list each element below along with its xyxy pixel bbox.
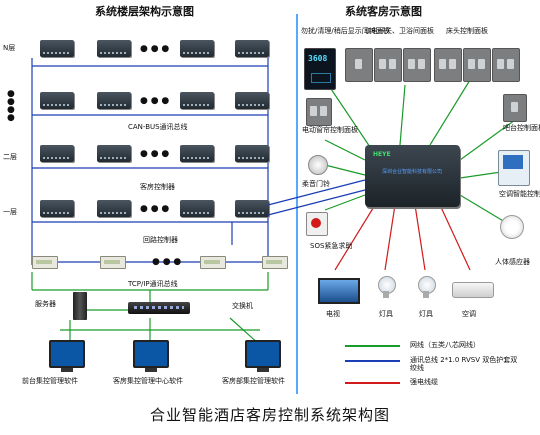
section-divider (296, 14, 298, 394)
room-controller[interactable] (97, 40, 131, 57)
air-conditioner-icon (452, 282, 494, 298)
room-controller[interactable] (180, 200, 214, 217)
chime-label: 柔音门铃 (302, 180, 330, 188)
legend-label-bus: 通讯总线 2*1.0 RVSV 双色护套双绞线 (410, 356, 518, 373)
sos-label: SOS紧急求助 (310, 242, 353, 250)
more-dots: ● ● ● (140, 149, 170, 159)
power-panel-label: 取电开关、卫浴间面板 (364, 27, 434, 35)
room-controller[interactable] (180, 145, 214, 162)
doorbell-display-panel[interactable]: 3608 (304, 48, 336, 90)
legend-label-power: 强电线缆 (410, 378, 438, 386)
room-controller[interactable] (97, 200, 131, 217)
left-title: 系统楼层架构示意图 (95, 5, 194, 18)
room-controller[interactable] (235, 40, 269, 57)
switch-icon[interactable] (128, 302, 190, 314)
legend-label-network: 网线（五类八芯网线） (410, 341, 480, 349)
lamp-label-1: 灯具 (379, 310, 393, 318)
legend-line-power (345, 382, 400, 384)
ac-smart-panel[interactable] (498, 150, 530, 186)
motion-sensor-icon (500, 215, 524, 239)
loop-controller[interactable] (32, 256, 58, 269)
bar-panel-label: 吧台控制面板 (503, 124, 540, 132)
lamp-label-2: 灯具 (419, 310, 433, 318)
tv-icon (318, 278, 360, 304)
workstation-housekeeping[interactable] (245, 340, 281, 372)
curtain-panel-label: 电动窗帘控制面板 (302, 126, 358, 134)
bedside-panel[interactable] (492, 48, 520, 82)
room-wiring (267, 79, 516, 271)
right-title: 系统客房示意图 (345, 5, 422, 18)
legend-line-bus (345, 360, 400, 362)
floor-dots: ●●●● (7, 89, 15, 123)
room-controller[interactable] (180, 92, 214, 109)
room-controller[interactable] (40, 200, 74, 217)
room-controller[interactable] (180, 40, 214, 57)
switch-label: 交换机 (232, 302, 253, 310)
sensor-label: 人体感应器 (495, 258, 530, 266)
workstation-front-desk[interactable] (49, 340, 85, 372)
bar-panel[interactable] (503, 94, 527, 122)
canbus-label: CAN-BUS通讯总线 (128, 123, 188, 131)
room-controller[interactable] (235, 92, 269, 109)
loop-controller[interactable] (100, 256, 126, 269)
bedside-panel-label: 床头控制面板 (446, 27, 488, 35)
server-label: 服务器 (35, 300, 56, 308)
more-dots: ● ● ● (140, 44, 170, 54)
software-label-front: 前台集控管理软件 (22, 377, 78, 385)
more-dots: ● ● ● (140, 96, 170, 106)
workstation-control-center[interactable] (133, 340, 169, 372)
more-dots: ● ● ● (152, 257, 182, 267)
software-label-center: 客房集控管理中心软件 (113, 377, 183, 385)
tv-label: 电视 (326, 310, 340, 318)
sos-button[interactable] (306, 212, 328, 236)
bath-panel[interactable] (403, 48, 431, 82)
bus-to-room (267, 179, 366, 206)
floor-label-1: 一层 (3, 208, 17, 216)
doorbell-display-label: 勿扰/清理/稍后显示门铃面板 (301, 27, 390, 35)
ac-panel-label: 空调智能控制面板 (499, 190, 540, 198)
room-controller[interactable] (40, 40, 74, 57)
room-controller[interactable] (235, 145, 269, 162)
loop-controller[interactable] (262, 256, 288, 269)
server-icon[interactable] (73, 292, 87, 320)
footer-title: 合业智能酒店客房控制系统架构图 (149, 406, 390, 424)
room-controller[interactable] (235, 200, 269, 217)
bath-panel[interactable] (374, 48, 402, 82)
monitor-icon (133, 340, 169, 368)
ac-label: 空调 (462, 310, 476, 318)
curtain-panel[interactable] (306, 98, 332, 126)
loop-controller[interactable] (200, 256, 226, 269)
room-controller[interactable] (97, 145, 131, 162)
monitor-icon (245, 340, 281, 368)
room-controller[interactable] (40, 92, 74, 109)
floor-label-n: N层 (3, 44, 16, 52)
room-controller-label: 客房控制器 (140, 183, 175, 191)
chime-icon (308, 155, 328, 175)
more-dots: ● ● ● (140, 204, 170, 214)
software-label-housekeeping: 客房部集控管理软件 (222, 377, 285, 385)
monitor-icon (49, 340, 85, 368)
doorbell-display-number: 3608 (308, 54, 328, 63)
bedside-panel[interactable] (463, 48, 491, 82)
power-switch-panel[interactable] (345, 48, 373, 82)
tcpip-label: TCP/IP通讯总线 (128, 280, 178, 288)
room-controller[interactable] (40, 145, 74, 162)
floor-label-2: 二层 (3, 153, 17, 161)
room-main-controller[interactable]: HEYE 深圳合业智能科技有限公司 (365, 145, 460, 207)
legend-line-network (345, 345, 400, 347)
loop-controller-label: 回路控制器 (143, 236, 178, 244)
controller-label: 深圳合业智能科技有限公司 (381, 169, 442, 175)
room-controller[interactable] (97, 92, 131, 109)
bedside-panel[interactable] (434, 48, 462, 82)
